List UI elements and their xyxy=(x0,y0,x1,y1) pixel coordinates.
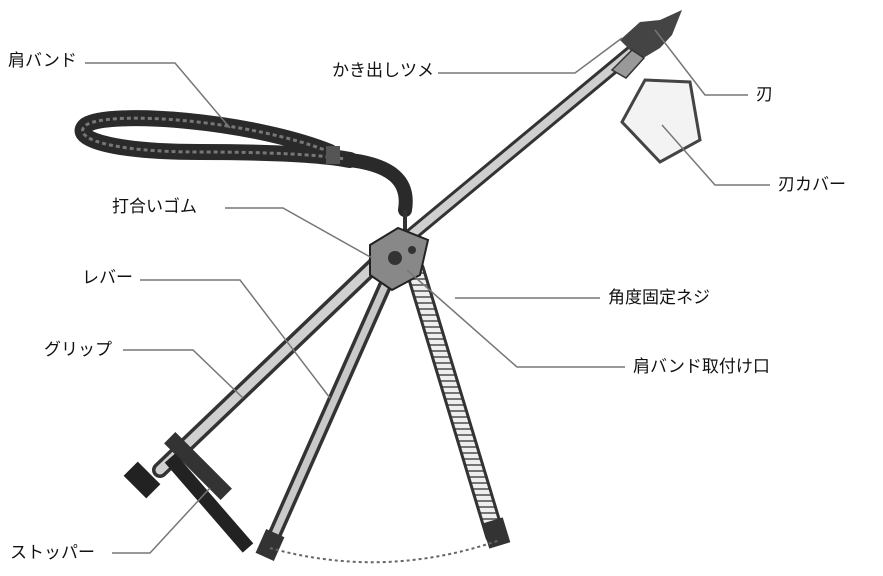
label-lever: レバー xyxy=(82,268,133,288)
main-shaft xyxy=(398,38,647,247)
stopper-bar xyxy=(164,432,254,553)
label-shoulder-band: 肩バンド xyxy=(8,51,77,71)
swing-arc xyxy=(269,539,501,564)
pivot-hub xyxy=(369,226,430,292)
label-blade: 刃 xyxy=(756,85,773,105)
label-blade-cover: 刃カバー xyxy=(778,175,846,195)
label-scraper-claw: かき出しツメ xyxy=(332,61,434,81)
leader-lines xyxy=(85,29,770,554)
label-stopper: ストッパー xyxy=(10,543,95,563)
grip-tube xyxy=(123,247,393,499)
shoulder-band-strap xyxy=(74,110,413,232)
blade-head xyxy=(610,10,682,79)
lever-arm xyxy=(255,263,399,561)
spring-arm xyxy=(405,260,511,549)
label-angle-lock-screw: 角度固定ネジ xyxy=(608,288,710,308)
label-band-mount: 肩バンド取付け口 xyxy=(633,357,770,377)
blade-cover-shape xyxy=(620,78,702,164)
label-grip: グリップ xyxy=(44,340,112,360)
label-striking-rubber: 打合いゴム xyxy=(112,197,197,217)
